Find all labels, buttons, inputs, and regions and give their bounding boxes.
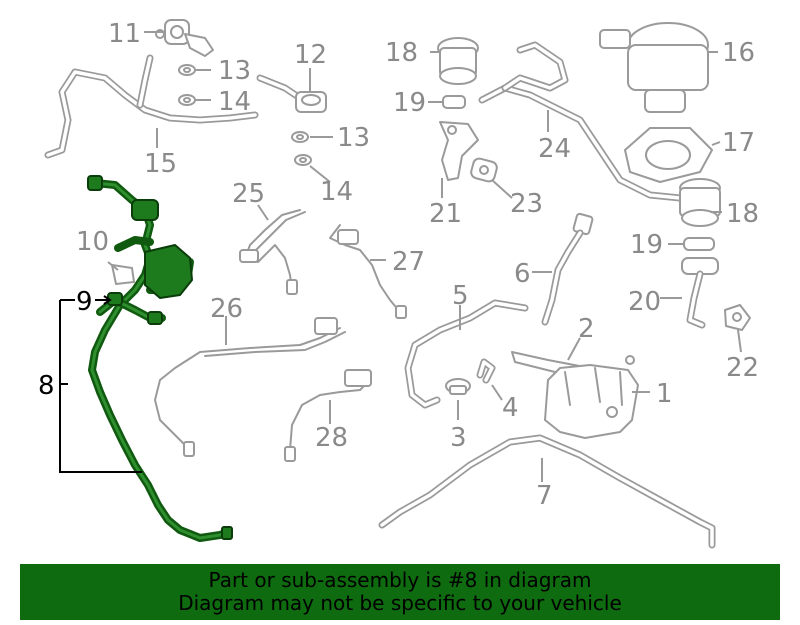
- callout-14b: 14: [320, 177, 353, 207]
- callout-17: 17: [722, 128, 755, 158]
- part-20-pipe[interactable]: [681, 257, 719, 329]
- callout-9: 9: [76, 287, 93, 317]
- callout-19b: 19: [630, 230, 663, 260]
- part-23-gasket[interactable]: [470, 157, 498, 183]
- callout-20: 20: [628, 287, 661, 317]
- part-11-fitting[interactable]: [155, 19, 214, 57]
- callout-5: 5: [452, 281, 469, 311]
- parts-diagram: 11 13 14 15 12 13 14 18 19 24 21 23 16 1…: [38, 19, 759, 549]
- part-28-sensor[interactable]: [284, 369, 372, 462]
- callout-22: 22: [726, 353, 759, 383]
- callout-16: 16: [722, 38, 755, 68]
- callout-18a: 18: [385, 38, 418, 68]
- callout-7: 7: [536, 481, 553, 511]
- part-8-hose-assembly[interactable]: [87, 175, 233, 542]
- callout-4: 4: [502, 393, 519, 423]
- banner-line-2: Diagram may not be specific to your vehi…: [178, 591, 622, 615]
- part-27-sensor[interactable]: [329, 224, 407, 319]
- part-21-bracket[interactable]: [439, 121, 479, 181]
- callout-25: 25: [232, 179, 265, 209]
- banner-line-1: Part or sub-assembly is #8 in diagram: [208, 568, 592, 592]
- callout-28: 28: [315, 423, 348, 453]
- info-banner: Part or sub-assembly is #8 in diagram Di…: [20, 564, 780, 620]
- part-3-clip[interactable]: [445, 378, 471, 395]
- callout-18b: 18: [726, 199, 759, 229]
- callout-12: 12: [294, 40, 327, 70]
- part-1-canister[interactable]: [544, 355, 639, 439]
- part-5-vacuum-line[interactable]: [404, 299, 529, 409]
- callout-3: 3: [450, 423, 467, 453]
- part-16-air-pump[interactable]: [599, 22, 709, 113]
- callout-13a: 13: [218, 56, 251, 86]
- part-15-coolant-pipe[interactable]: [44, 54, 259, 159]
- part-18-valve-right[interactable]: [679, 178, 721, 227]
- callout-27: 27: [392, 247, 425, 277]
- part-17-gasket[interactable]: [624, 127, 713, 183]
- callout-21: 21: [429, 199, 462, 229]
- part-24-air-hose[interactable]: [478, 41, 684, 202]
- part-6-line[interactable]: [541, 212, 594, 326]
- part-22-gasket[interactable]: [724, 304, 751, 331]
- leader-lines-highlight: [59, 295, 142, 473]
- part-26-sensor[interactable]: [154, 317, 346, 457]
- part-4-clip[interactable]: [476, 358, 496, 384]
- callout-6: 6: [514, 259, 531, 289]
- part-19-gaskets[interactable]: [442, 95, 715, 251]
- callout-15: 15: [144, 149, 177, 179]
- part-18-valve-top[interactable]: [437, 37, 479, 85]
- callout-13b: 13: [337, 123, 370, 153]
- callout-24: 24: [538, 134, 571, 164]
- callout-11: 11: [108, 19, 141, 49]
- callout-26: 26: [210, 294, 243, 324]
- callout-numbers: 11 13 14 15 12 13 14 18 19 24 21 23 16 1…: [38, 19, 759, 511]
- callout-23: 23: [510, 189, 543, 219]
- part-25-sensor[interactable]: [239, 209, 306, 295]
- washers-13-14[interactable]: [178, 64, 312, 166]
- part-7-long-line[interactable]: [378, 434, 716, 549]
- callout-2: 2: [578, 314, 595, 344]
- leader-lines: [107, 31, 742, 482]
- part-12-connector[interactable]: [256, 74, 327, 113]
- callout-10: 10: [76, 227, 109, 257]
- callout-8: 8: [38, 371, 55, 401]
- callout-19a: 19: [393, 88, 426, 118]
- callout-1: 1: [656, 379, 673, 409]
- callout-14a: 14: [218, 87, 251, 117]
